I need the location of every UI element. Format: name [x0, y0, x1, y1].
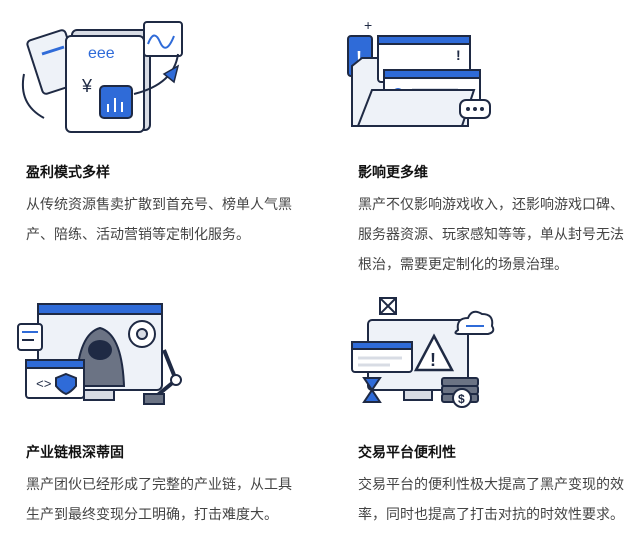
svg-text:¥: ¥: [81, 76, 93, 96]
svg-text:eee: eee: [88, 45, 115, 62]
svg-text:!: !: [456, 47, 461, 63]
profit-models-illustration: eee ¥: [22, 21, 183, 133]
svg-text:$: $: [458, 392, 465, 406]
card-description: 交易平台的便利性极大提高了黑产变现的效 率，同时也提高了打击对抗的时效性要求。: [358, 477, 624, 523]
card-title: 交易平台便利性: [358, 445, 456, 461]
impact-illustration: ! + !: [347, 17, 491, 127]
card-description: 黑产团伙已经形成了完整的产业链，从工具 生产到最终变现分工明确，打击难度大。: [26, 477, 292, 523]
svg-text:!: !: [430, 350, 436, 370]
trading-platform-illustration: ! $: [351, 297, 495, 408]
card-description: 从传统资源售卖扩散到首充号、榜单人气黑 产、陪练、活动营销等定制化服务。: [26, 197, 292, 243]
card-title: 产业链根深蒂固: [26, 445, 124, 461]
svg-text:<>: <>: [36, 377, 52, 392]
svg-text:+: +: [364, 17, 372, 33]
svg-text:!: !: [356, 48, 362, 68]
card-description: 黑产不仅影响游戏收入，还影响游戏口碑、 服务器资源、玩家感知等等，单从封号无法 …: [358, 197, 624, 273]
card-title: 影响更多维: [358, 165, 428, 181]
industry-chain-illustration: <>: [17, 303, 182, 405]
card-title: 盈利模式多样: [26, 165, 110, 181]
